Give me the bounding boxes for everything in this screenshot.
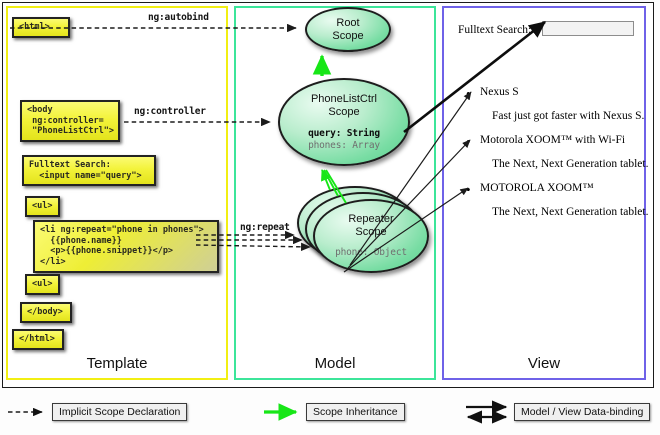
legend-item-scope-inheritance: Scope Inheritance xyxy=(306,403,405,421)
bullet-icon: • xyxy=(466,182,471,197)
template-box-ul-close[interactable]: <ul> xyxy=(25,274,60,295)
scope-phonelistctrl-prop-query: query: String xyxy=(308,127,380,139)
column-label-model: Model xyxy=(314,355,356,372)
template-box-li-repeat[interactable]: <li ng:repeat="phone in phones"> {{phone… xyxy=(33,220,219,273)
view-phone-snippet-2: The Next, Next Generation tablet. xyxy=(492,206,649,218)
column-template: Template xyxy=(6,6,228,380)
template-box-html-close[interactable]: </html> xyxy=(12,329,64,350)
column-label-view: View xyxy=(527,355,561,372)
connector-label-autobind: ng:autobind xyxy=(148,12,209,23)
scope-phonelistctrl-prop-phones: phones: Array xyxy=(308,139,380,151)
view-search-input[interactable] xyxy=(542,21,634,36)
scope-repeater[interactable]: Repeater Scope phone: Object xyxy=(313,199,429,273)
scope-root-title: Root Scope xyxy=(332,17,364,42)
template-box-html-open[interactable]: <html> xyxy=(12,17,70,38)
view-search-label: Fulltext Search: xyxy=(458,24,532,36)
template-box-fulltext-search[interactable]: Fulltext Search: <input name="query"> xyxy=(22,155,156,187)
template-box-body-close[interactable]: </body> xyxy=(20,302,72,323)
scope-phonelistctrl[interactable]: PhoneListCtrl Scope query: String phones… xyxy=(278,78,410,166)
template-box-ul-open[interactable]: <ul> xyxy=(25,196,60,217)
scope-repeater-prop-phone: phone: Object xyxy=(335,246,407,258)
view-phone-name-1: • Motorola XOOM™ with Wi-Fi xyxy=(466,134,626,149)
column-label-template: Template xyxy=(86,355,148,372)
bullet-icon: • xyxy=(466,86,471,101)
legend-item-implicit-scope-declaration: Implicit Scope Declaration xyxy=(52,403,188,421)
scope-phonelistctrl-title: PhoneListCtrl Scope xyxy=(310,93,378,118)
scope-repeater-title: Repeater Scope xyxy=(348,213,394,238)
legend-item-model-view-data-binding: Model / View Data-binding xyxy=(514,403,651,421)
connector-label-repeat: ng:repeat xyxy=(240,222,290,233)
legend: Implicit Scope Declaration Scope Inherit… xyxy=(0,392,660,435)
bullet-icon: • xyxy=(466,134,471,149)
view-phone-name-2: • MOTOROLA XOOM™ xyxy=(466,182,594,197)
template-box-body-tag[interactable]: <body ng:controller= "PhoneListCtrl"> xyxy=(20,100,120,143)
view-phone-snippet-0: Fast just got faster with Nexus S. xyxy=(492,110,645,122)
column-view: View Fulltext Search: • Nexus S Fast jus… xyxy=(442,6,649,380)
scope-root[interactable]: Root Scope xyxy=(305,7,391,52)
view-phone-snippet-1: The Next, Next Generation tablet. xyxy=(492,158,649,170)
connector-label-controller: ng:controller xyxy=(134,106,206,117)
view-phone-name-0: • Nexus S xyxy=(466,86,519,101)
